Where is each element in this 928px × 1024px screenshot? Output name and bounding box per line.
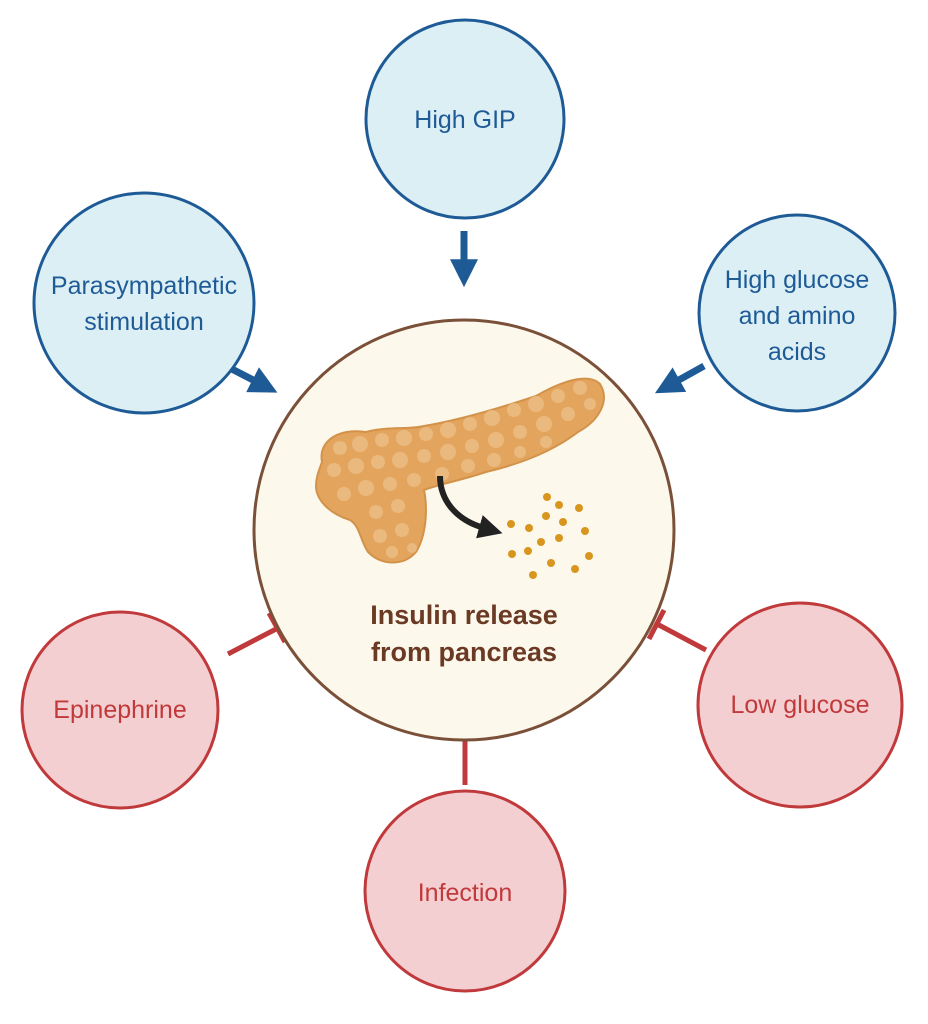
curved-arrow-icon: [437, 475, 503, 539]
node-high-gip-label: High GIP: [414, 106, 515, 134]
node-epinephrine: Epinephrine: [20, 610, 220, 810]
node-parasympathetic: Parasympathetic stimulation: [32, 191, 256, 415]
node-high-glucose-amino: High glucose and amino acids: [697, 213, 897, 413]
center-label-line2: from pancreas: [371, 637, 557, 667]
node-low-glucose: Low glucose: [696, 601, 904, 809]
node-high-glucose-amino-label-line1: High glucose: [725, 266, 870, 294]
node-high-glucose-amino-label-line2: and amino: [739, 302, 856, 330]
node-high-gip: High GIP: [364, 18, 566, 220]
node-infection-label: Infection: [418, 879, 513, 907]
node-high-glucose-amino-label-line3: acids: [768, 338, 826, 366]
arrow-glucose-amino: [654, 362, 706, 394]
node-infection: Infection: [363, 789, 567, 993]
node-parasympathetic-label-line2: stimulation: [84, 308, 204, 336]
pancreas-icon: [314, 377, 605, 564]
center-node: Insulin release from pancreas: [252, 318, 676, 742]
node-parasympathetic-label-line1: Parasympathetic: [51, 272, 237, 300]
center-circle: [252, 318, 676, 742]
node-epinephrine-label: Epinephrine: [53, 696, 186, 724]
center-label-line1: Insulin release: [370, 600, 558, 630]
insulin-granules-icon: [507, 493, 593, 579]
inhibit-infection: [449, 731, 481, 785]
node-low-glucose-label: Low glucose: [731, 691, 870, 719]
inhibit-low-glucose: [646, 608, 708, 653]
